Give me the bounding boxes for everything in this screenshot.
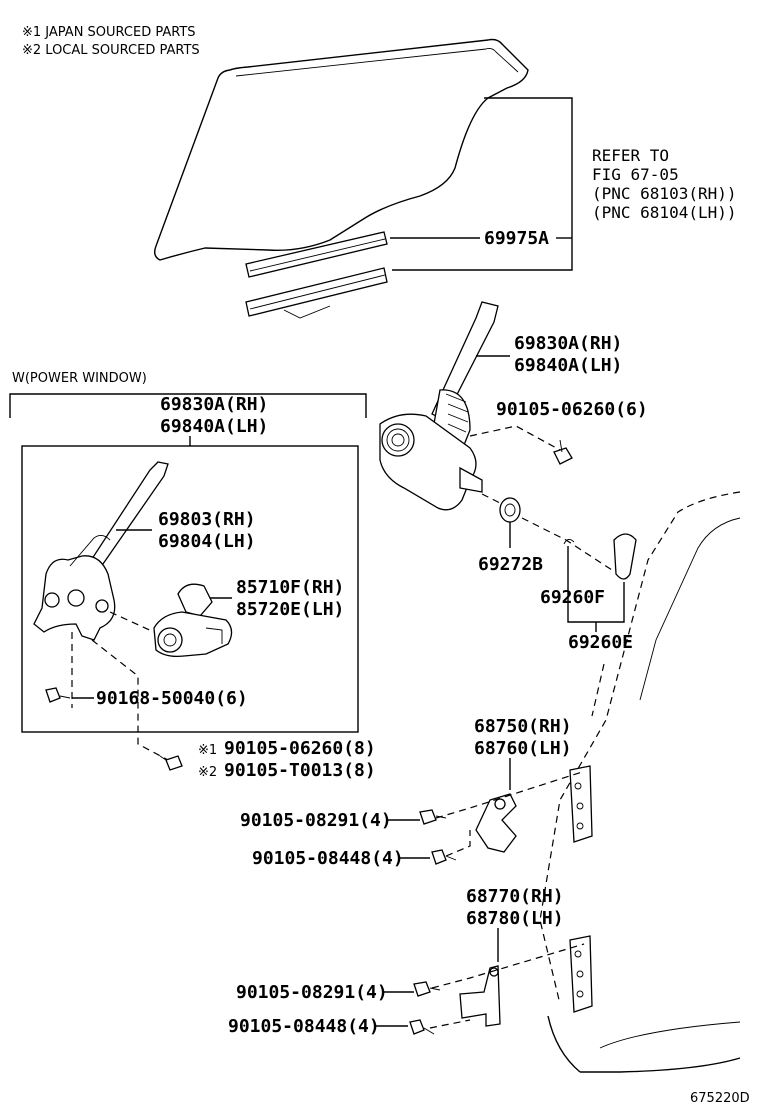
upper-hinge-drawing [475, 765, 593, 853]
label-seal: 69272B [478, 554, 543, 575]
bolt-a2-icon [413, 981, 441, 997]
label-lower-hinge-lh: 68780(LH) [466, 908, 564, 929]
sourced-bolt-icon [159, 755, 183, 771]
rod-drawing [563, 533, 637, 580]
label-rod: 69260F [540, 587, 605, 608]
label-regulator-rh: 69830A(RH) [514, 333, 622, 354]
mark-japan-sourced: ※1 [198, 743, 217, 758]
pw-bolt-icon [45, 687, 71, 703]
label-bolt-a2: 90105-08291(4) [236, 982, 388, 1003]
run-channel-drawing [245, 231, 388, 319]
power-window-bracket [9, 393, 367, 418]
label-rod-set: 69260E [568, 632, 633, 653]
seal-drawing [499, 497, 521, 523]
refer-line-1: REFER TO [592, 146, 669, 165]
label-bolt-b2: 90105-08448(4) [228, 1016, 380, 1037]
door-panel-drawing [539, 491, 741, 1073]
mark-local-sourced: ※2 [198, 765, 217, 780]
bolt-b2-icon [409, 1019, 435, 1035]
refer-line-2: FIG 67-05 [592, 165, 679, 184]
note-japan-sourced: ※1 JAPAN SOURCED PARTS [22, 25, 196, 40]
pw-label-arm-lh: 69804(LH) [158, 531, 256, 552]
label-upper-hinge-lh: 68760(LH) [474, 738, 572, 759]
window-regulator-drawing [379, 301, 499, 511]
bolt-a1-icon [419, 809, 447, 825]
power-window-box [21, 445, 359, 733]
pw-label-motor-rh: 85710F(RH) [236, 577, 344, 598]
pw-label-arm-rh: 69803(RH) [158, 509, 256, 530]
power-window-title: W(POWER WINDOW) [12, 371, 147, 386]
pw-regulator-drawing [33, 461, 169, 641]
label-bolt-top: 90105-06260(6) [496, 399, 648, 420]
refer-line-4: (PNC 68104(LH)) [592, 203, 737, 222]
label-regulator-lh: 69840A(LH) [514, 355, 622, 376]
label-bolt-sourced-1: 90105-06260(8) [224, 738, 376, 759]
refer-line-3: (PNC 68103(RH)) [592, 184, 737, 203]
figure-id: 675220D [690, 1091, 750, 1106]
note-local-sourced: ※2 LOCAL SOURCED PARTS [22, 43, 200, 58]
bolt-b1-icon [431, 849, 457, 865]
pw-label-regulator-rh: 69830A(RH) [160, 394, 268, 415]
label-lower-hinge-rh: 68770(RH) [466, 886, 564, 907]
bolt-top-icon [553, 439, 573, 465]
pw-motor-drawing [153, 583, 233, 658]
label-run-channel: 69975A [484, 228, 549, 249]
label-upper-hinge-rh: 68750(RH) [474, 716, 572, 737]
pw-label-bolt: 90168-50040(6) [96, 688, 248, 709]
label-bolt-sourced-2: 90105-T0013(8) [224, 760, 376, 781]
pw-label-motor-lh: 85720E(LH) [236, 599, 344, 620]
door-glass-drawing [153, 38, 529, 261]
lower-hinge-drawing [459, 935, 593, 1027]
pw-label-regulator-lh: 69840A(LH) [160, 416, 268, 437]
label-bolt-a1: 90105-08291(4) [240, 810, 392, 831]
label-bolt-b1: 90105-08448(4) [252, 848, 404, 869]
